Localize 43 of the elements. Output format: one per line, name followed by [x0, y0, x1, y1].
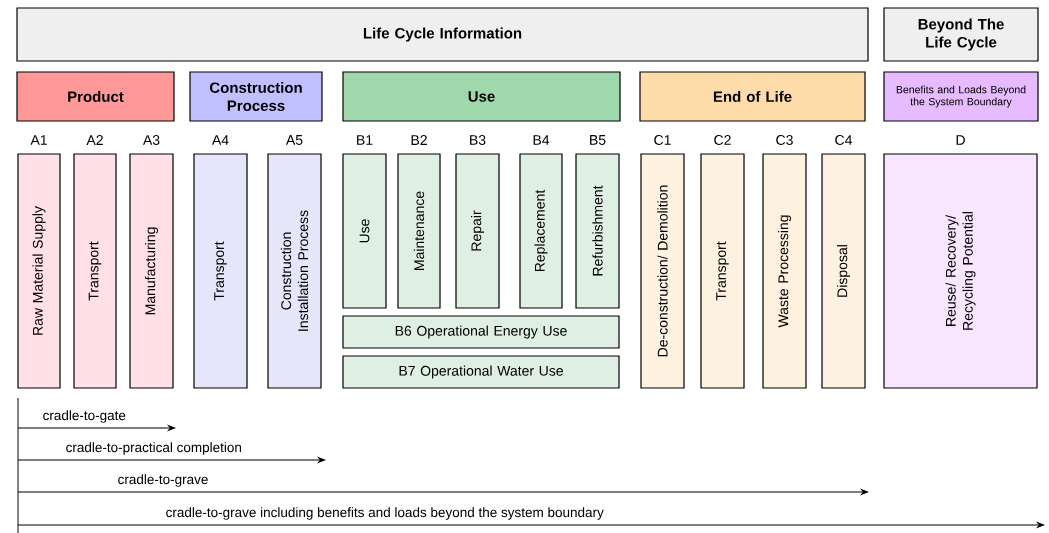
module-code: C2: [714, 135, 731, 145]
module-code: C1: [654, 135, 671, 145]
scope-label: cradle-to-grave including benefits and loads beyond the system boundary: [166, 507, 604, 520]
module-box: Disposal: [821, 153, 866, 389]
module-code: B1: [357, 135, 373, 145]
module-box: Manufacturing: [129, 153, 174, 389]
module-box: Transport: [193, 153, 248, 389]
section-band: Life Cycle Information: [16, 7, 869, 62]
module-code: A5: [285, 135, 303, 145]
module-box: B7 Operational Water Use: [342, 355, 620, 389]
stage-box: End of Life: [639, 71, 866, 122]
module-code: B2: [411, 135, 427, 145]
module-code: B5: [590, 135, 606, 145]
module-code: D: [956, 135, 965, 145]
module-box: Waste Processing: [762, 153, 807, 389]
module-box: Raw Material Supply: [17, 153, 61, 389]
stage-box: Use: [342, 71, 621, 122]
module-box: Repair: [455, 153, 500, 309]
module-box: Replacement: [519, 153, 563, 309]
module-code: A4: [211, 135, 229, 145]
scope-label: cradle-to-grave: [118, 474, 208, 487]
module-code: A2: [86, 135, 103, 145]
module-code: B4: [533, 135, 550, 145]
module-code: A3: [142, 135, 160, 145]
module-code: C4: [835, 135, 853, 145]
scope-label: cradle-to-practical completion: [66, 442, 241, 455]
module-box: Use: [342, 153, 387, 309]
module-code: B3: [470, 135, 486, 145]
module-box: Refurbishment: [575, 153, 620, 309]
module-box: B6 Operational Energy Use: [342, 315, 620, 349]
module-box: Maintenance: [397, 153, 441, 309]
stage-box: Benefits and Loads Beyond the System Boundary: [883, 71, 1039, 122]
module-box: Reuse/ Recovery/ Recycling Potential: [883, 153, 1038, 389]
stage-box: Product: [16, 71, 175, 122]
section-band: Beyond The Life Cycle: [883, 7, 1039, 62]
module-code: C3: [776, 135, 793, 145]
module-box: Transport: [73, 153, 117, 389]
module-box: Construction Installation Process: [267, 153, 322, 389]
stage-box: Construction Process: [189, 71, 323, 122]
module-code: A1: [30, 135, 47, 145]
module-box: Transport: [700, 153, 745, 389]
module-box: De-construction/ Demolition: [640, 153, 685, 389]
scope-label: cradle-to-gate: [43, 410, 126, 423]
